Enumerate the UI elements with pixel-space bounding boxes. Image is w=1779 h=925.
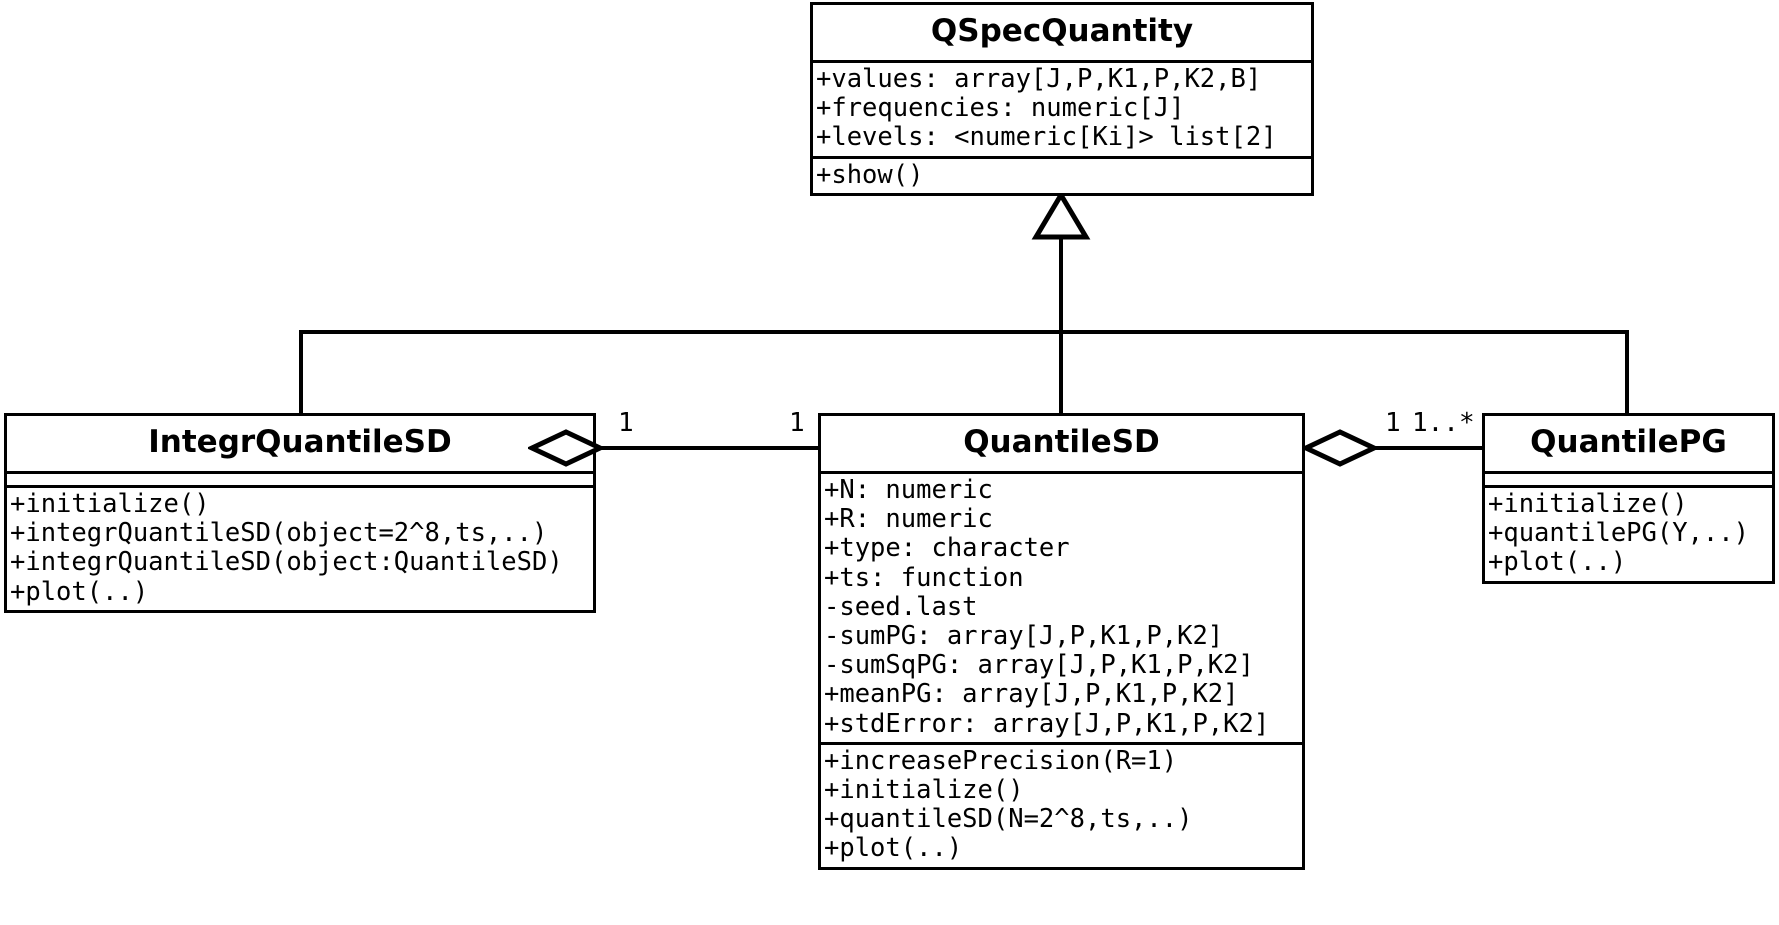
attributes-compartment-qspecquantity: +values: array[J,P,K1,P,K2,B] +frequenci… bbox=[813, 63, 1311, 156]
generalization-triangle-icon bbox=[1031, 192, 1091, 240]
operation-row: +show() bbox=[816, 159, 924, 190]
aggregation-line-right bbox=[1368, 446, 1484, 450]
compartment-divider bbox=[1485, 471, 1772, 474]
compartment-divider bbox=[1485, 485, 1772, 488]
operation-row: +initialize() bbox=[1488, 489, 1688, 519]
class-name-qspecquantity: QSpecQuantity bbox=[930, 13, 1194, 49]
attribute-row: +ts: function bbox=[824, 562, 1024, 593]
attributes-compartment-quantilepg bbox=[1485, 474, 1772, 485]
attribute-row: +N: numeric bbox=[824, 475, 993, 505]
attribute-row: -sumSqPG: array[J,P,K1,P,K2] bbox=[824, 650, 1254, 681]
multiplicity-left-near-part: 1 bbox=[789, 408, 805, 438]
attribute-row: +type: character bbox=[824, 533, 1070, 564]
generalization-stem-vertical bbox=[1059, 236, 1063, 332]
multiplicity-right-near-part: 1..* bbox=[1412, 408, 1475, 438]
attribute-row: -sumPG: array[J,P,K1,P,K2] bbox=[824, 621, 1224, 652]
multiplicity-left-near-aggregate: 1 bbox=[618, 408, 634, 438]
class-box-qspecquantity[interactable]: QSpecQuantity +values: array[J,P,K1,P,K2… bbox=[810, 2, 1314, 196]
operations-compartment-quantilesd: +increasePrecision(R=1) +initialize() +q… bbox=[821, 745, 1302, 867]
class-name-integrquantilesd: IntegrQuantileSD bbox=[148, 424, 452, 460]
operation-row: +integrQuantileSD(object:QuantileSD) bbox=[10, 547, 563, 578]
generalization-bus-horizontal bbox=[299, 330, 1629, 334]
operation-row: +plot(..) bbox=[824, 833, 963, 864]
attribute-row: +R: numeric bbox=[824, 504, 993, 535]
operation-row: +initialize() bbox=[824, 775, 1024, 806]
operation-row: +quantilePG(Y,..) bbox=[1488, 518, 1749, 549]
generalization-drop-quantilepg bbox=[1625, 330, 1629, 415]
attribute-row: -seed.last bbox=[824, 591, 978, 622]
generalization-drop-quantilesd bbox=[1059, 330, 1063, 415]
attributes-compartment-quantilesd: +N: numeric +R: numeric +type: character… bbox=[821, 474, 1302, 742]
operation-row: +integrQuantileSD(object=2^8,ts,..) bbox=[10, 518, 548, 549]
operation-row: +plot(..) bbox=[10, 576, 149, 607]
operations-compartment-qspecquantity: +show() bbox=[813, 159, 1311, 193]
attribute-row: +levels: <numeric[Ki]> list[2] bbox=[816, 122, 1277, 153]
attribute-row: +stdError: array[J,P,K1,P,K2] bbox=[824, 708, 1270, 739]
operation-row: +quantileSD(N=2^8,ts,..) bbox=[824, 804, 1193, 835]
class-name-quantilesd: QuantileSD bbox=[963, 424, 1160, 460]
aggregation-line-left bbox=[592, 446, 820, 450]
compartment-divider bbox=[7, 471, 593, 474]
class-box-quantilepg[interactable]: QuantilePG +initialize() +quantilePG(Y,.… bbox=[1482, 413, 1775, 584]
class-box-integrquantilesd[interactable]: IntegrQuantileSD +initialize() +integrQu… bbox=[4, 413, 596, 613]
attributes-compartment-integrquantilesd bbox=[7, 474, 593, 485]
operations-compartment-quantilepg: +initialize() +quantilePG(Y,..) +plot(..… bbox=[1485, 488, 1772, 581]
class-box-quantilesd[interactable]: QuantileSD +N: numeric +R: numeric +type… bbox=[818, 413, 1305, 870]
attribute-row: +frequencies: numeric[J] bbox=[816, 93, 1185, 124]
compartment-divider bbox=[821, 471, 1302, 474]
aggregation-diamond-integrquantilesd-icon bbox=[528, 429, 604, 467]
compartment-divider bbox=[813, 155, 1311, 159]
compartment-divider bbox=[7, 485, 593, 488]
operation-row: +increasePrecision(R=1) bbox=[824, 745, 1178, 776]
operations-compartment-integrquantilesd: +initialize() +integrQuantileSD(object=2… bbox=[7, 488, 593, 610]
attribute-row: +values: array[J,P,K1,P,K2,B] bbox=[816, 64, 1262, 94]
compartment-divider bbox=[821, 741, 1302, 745]
generalization-drop-integrquantilesd bbox=[299, 330, 303, 415]
operation-row: +initialize() bbox=[10, 489, 210, 519]
aggregation-diamond-quantilesd-icon bbox=[1302, 429, 1378, 467]
multiplicity-right-near-aggregate: 1 bbox=[1385, 408, 1401, 438]
attribute-row: +meanPG: array[J,P,K1,P,K2] bbox=[824, 679, 1239, 710]
operation-row: +plot(..) bbox=[1488, 547, 1627, 578]
compartment-divider bbox=[813, 60, 1311, 63]
class-name-quantilepg: QuantilePG bbox=[1530, 424, 1727, 460]
